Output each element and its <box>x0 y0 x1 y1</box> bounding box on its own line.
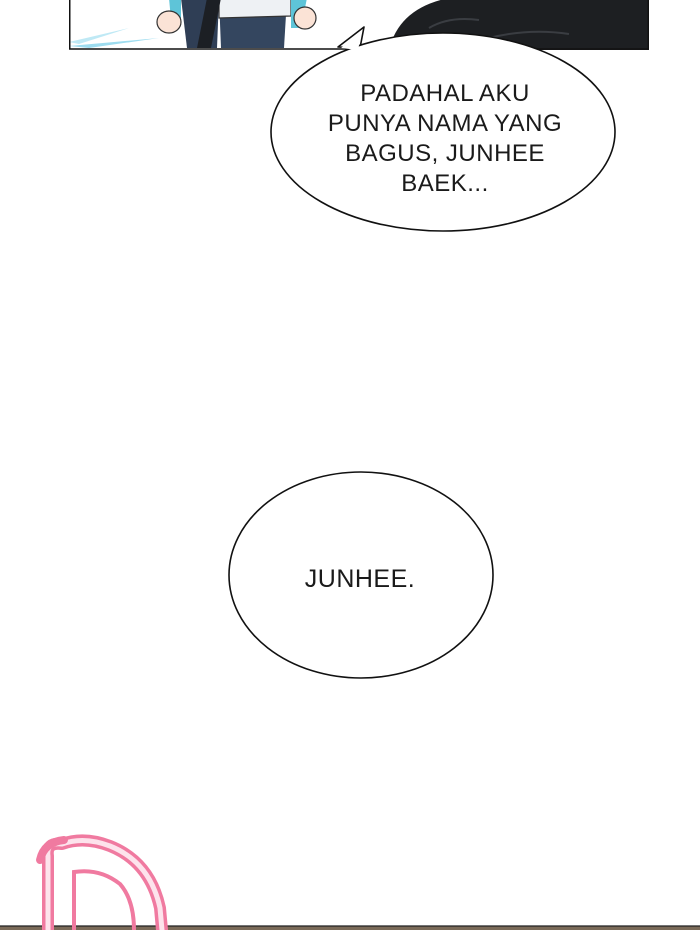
dialogue-line: JUNHEE. <box>304 565 416 593</box>
dialogue-line: PADAHAL AKU <box>360 80 530 107</box>
speech-bubble-1 <box>270 26 616 232</box>
right-fist <box>293 6 317 30</box>
speed-streak <box>69 38 159 48</box>
sfx-letter-d <box>36 834 168 930</box>
speech-bubble-1-text: PADAHAL AKU PUNYA NAMA YANG BAGUS, JUNHE… <box>300 79 590 199</box>
left-fist <box>156 10 182 34</box>
dialogue-line: BAEK... <box>401 170 489 197</box>
dialogue-line: PUNYA NAMA YANG <box>327 110 563 137</box>
bottom-panel-artwork <box>0 834 700 930</box>
speech-bubble-2 <box>228 471 494 679</box>
speed-streak <box>69 28 129 44</box>
speech-bubble-2-text: JUNHEE. <box>240 563 480 595</box>
coat-flap <box>197 0 221 48</box>
dialogue-line: BAGUS, JUNHEE <box>345 140 545 167</box>
bottom-comic-panel <box>0 830 700 930</box>
